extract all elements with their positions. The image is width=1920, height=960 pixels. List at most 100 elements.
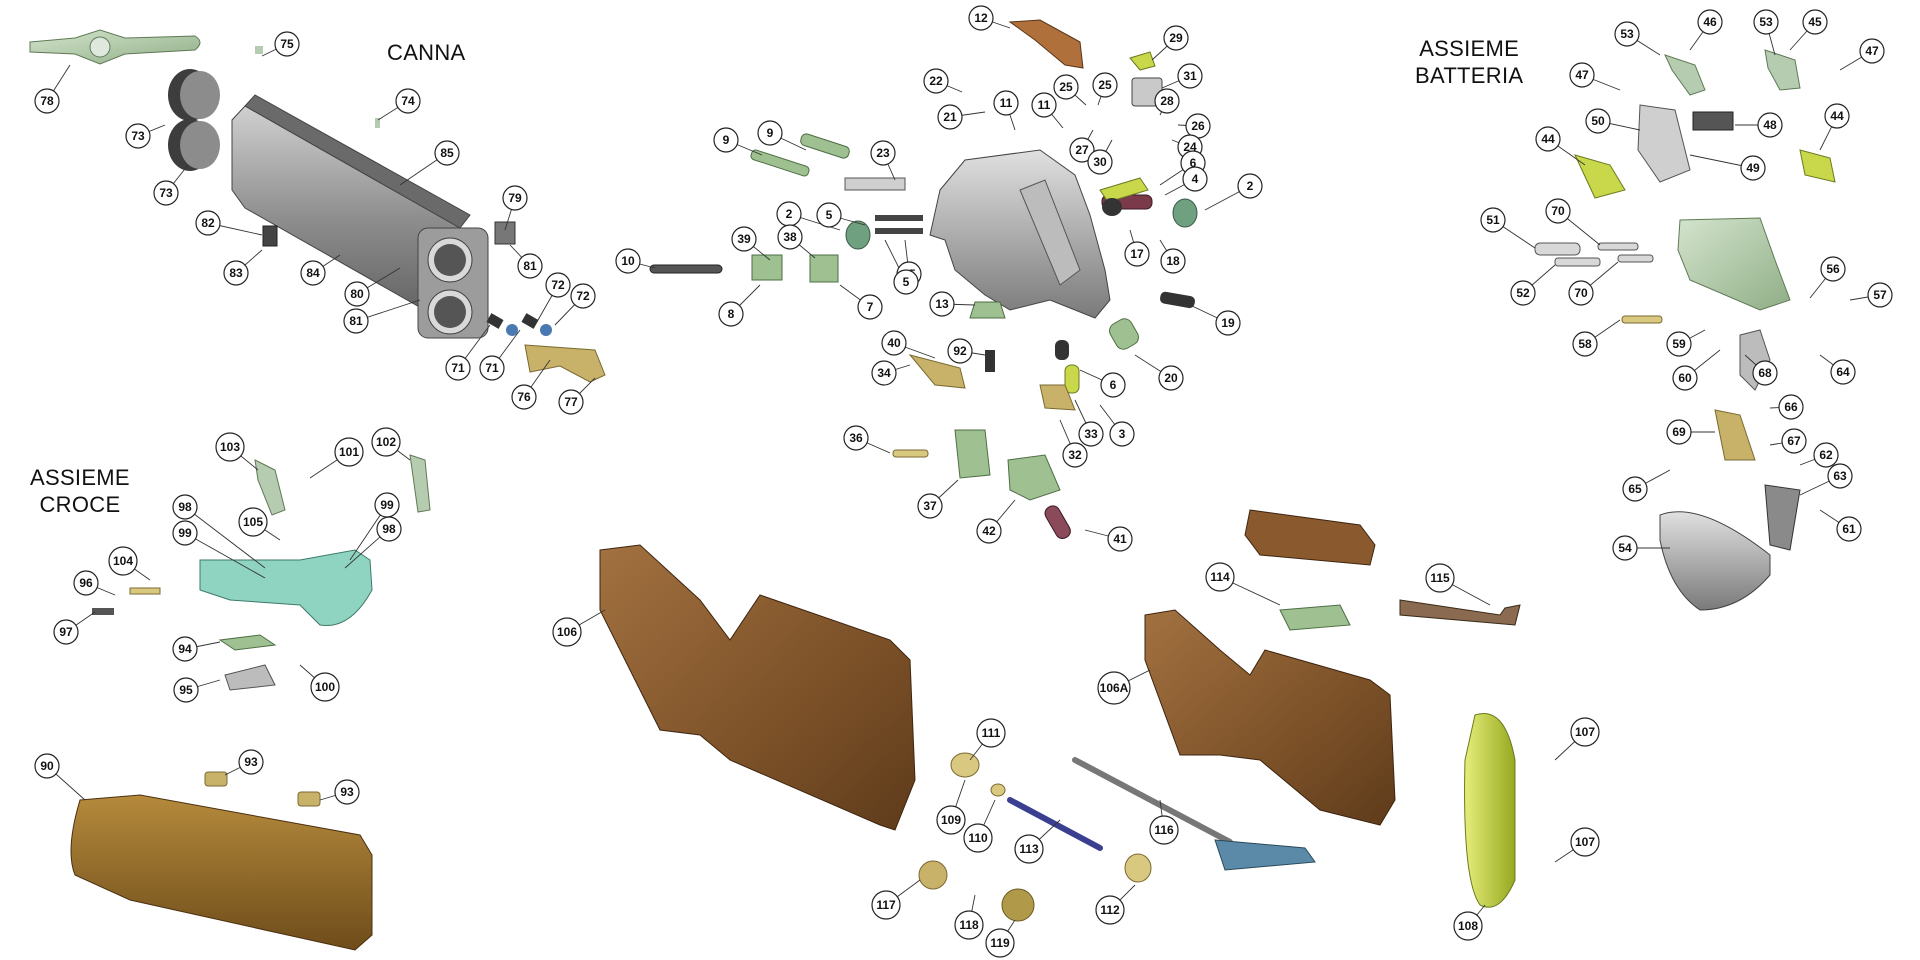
callout-circle — [870, 140, 896, 166]
callout-label: 79 — [508, 191, 522, 205]
callout-label: 109 — [941, 813, 961, 827]
callout-label: 71 — [451, 361, 465, 375]
callout-label: 93 — [244, 755, 258, 769]
callout-label: 22 — [929, 74, 943, 88]
callout-circle — [172, 494, 198, 520]
callout-circle — [976, 718, 1006, 748]
callout-label: 84 — [306, 266, 320, 280]
callout-circle — [343, 308, 369, 334]
callout-circle — [985, 928, 1015, 958]
barrel-muzzle — [417, 227, 489, 339]
callout-circle — [1867, 282, 1893, 308]
trigger-plate — [1677, 217, 1791, 311]
callout-circle — [1177, 63, 1203, 89]
recoil-pad — [1464, 713, 1516, 908]
callout-label: 19 — [1221, 316, 1235, 330]
callout-circle — [816, 202, 842, 228]
callout-95: 95 — [173, 677, 199, 703]
callout-3: 3 — [1109, 421, 1135, 447]
callout-30: 30 — [1087, 149, 1113, 175]
callout-circle — [344, 281, 370, 307]
callout-label: 80 — [350, 287, 364, 301]
callout-circle — [968, 5, 994, 31]
callout-circle — [395, 88, 421, 114]
callout-circle — [1740, 155, 1766, 181]
callout-circle — [517, 253, 543, 279]
callout-label: 40 — [887, 336, 901, 350]
ejector-part — [524, 344, 606, 383]
callout-97: 97 — [53, 619, 79, 645]
callout-circle — [34, 88, 60, 114]
callout-circle — [238, 749, 264, 775]
callout-101: 101 — [334, 437, 364, 467]
callout-107: 107 — [1570, 717, 1600, 747]
callout-circle — [857, 294, 883, 320]
callout-circle — [310, 672, 340, 702]
callout-circle — [731, 226, 757, 252]
callout-8: 8 — [718, 301, 744, 327]
callout-99: 99 — [374, 492, 400, 518]
callout-circle — [1510, 280, 1536, 306]
callout-label: 104 — [113, 554, 133, 568]
callout-47: 47 — [1569, 62, 1595, 88]
callout-circle — [1570, 827, 1600, 857]
callout-label: 117 — [876, 898, 896, 912]
callout-102: 102 — [371, 427, 401, 457]
callout-circle — [1614, 21, 1640, 47]
callout-circle — [1149, 815, 1179, 845]
callout-label: 82 — [201, 216, 215, 230]
callout-circle — [334, 779, 360, 805]
callout-label: 74 — [401, 94, 415, 108]
callout-34: 34 — [871, 360, 897, 386]
callout-circle — [479, 355, 505, 381]
callout-26: 26 — [1185, 113, 1211, 139]
callout-119: 119 — [985, 928, 1015, 958]
top-lever — [1008, 19, 1084, 69]
callout-38: 38 — [777, 224, 803, 250]
callout-circle — [1425, 563, 1455, 593]
callout-circle — [1836, 516, 1862, 542]
callout-circle — [1078, 421, 1104, 447]
callout-label: 58 — [1578, 337, 1592, 351]
callout-circle — [1697, 9, 1723, 35]
callout-label: 70 — [1551, 204, 1565, 218]
callout-108: 108 — [1453, 911, 1483, 941]
callout-93: 93 — [334, 779, 360, 805]
callout-22: 22 — [923, 68, 949, 94]
callout-44: 44 — [1535, 126, 1561, 152]
callout-label: 25 — [1059, 80, 1073, 94]
callout-circle — [300, 260, 326, 286]
callout-circle — [1154, 88, 1180, 114]
callout-circle — [173, 677, 199, 703]
callout-circle — [1014, 834, 1044, 864]
callout-84: 84 — [300, 260, 326, 286]
callout-circle — [445, 355, 471, 381]
callout-circle — [125, 123, 151, 149]
callout-48: 48 — [1757, 112, 1783, 138]
callout-label: 110 — [968, 831, 988, 845]
callout-label: 37 — [923, 499, 937, 513]
callout-circle — [223, 260, 249, 286]
callout-49: 49 — [1740, 155, 1766, 181]
callout-7: 7 — [857, 294, 883, 320]
callout-circle — [936, 805, 966, 835]
callout-circle — [1062, 442, 1088, 468]
callout-label: 106 — [557, 625, 577, 639]
callout-label: 17 — [1130, 247, 1144, 261]
callout-circle — [1585, 108, 1611, 134]
callout-circle — [1824, 103, 1850, 129]
callout-circle — [963, 823, 993, 853]
callout-label: 115 — [1430, 571, 1450, 585]
callout-label: 81 — [523, 259, 537, 273]
callout-circle — [1672, 365, 1698, 391]
callout-18: 18 — [1160, 248, 1186, 274]
leader-line-99 — [184, 532, 266, 579]
callout-circle — [558, 389, 584, 415]
callout-circle — [881, 330, 907, 356]
callout-113: 113 — [1014, 834, 1044, 864]
callout-109: 109 — [936, 805, 966, 835]
callout-circle — [917, 493, 943, 519]
callout-11: 11 — [1031, 92, 1057, 118]
callout-label: 26 — [1191, 119, 1205, 133]
callout-117: 117 — [871, 890, 901, 920]
